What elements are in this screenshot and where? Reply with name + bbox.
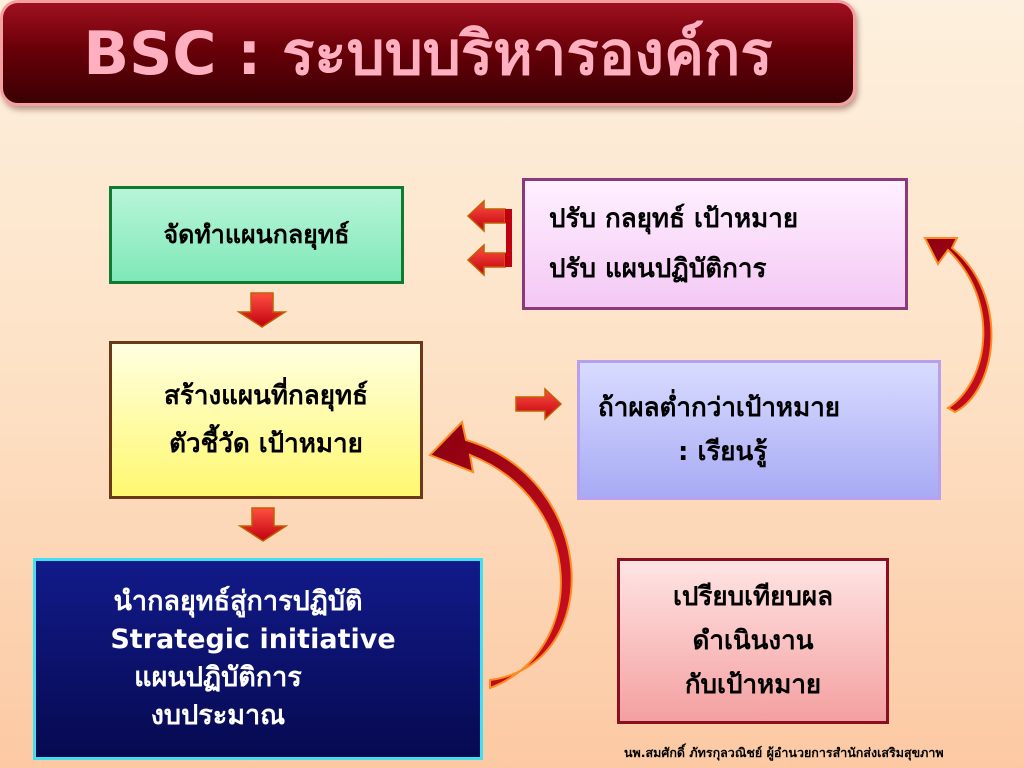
compare-box: เปรียบเทียบผล ดำเนินงาน กับเป้าหมาย <box>617 558 889 724</box>
left-arrow-bracket <box>505 209 512 267</box>
curved-arrow-right <box>923 237 993 414</box>
action-box: นำกลยุทธ์สู่การปฏิบัติ Strategic initiat… <box>33 558 483 760</box>
down-arrow-1 <box>236 292 288 328</box>
right-arrow <box>515 387 563 421</box>
action-line-1: นำกลยุทธ์สู่การปฏิบัติ <box>113 586 363 617</box>
curved-arrow-left <box>428 419 573 690</box>
plan-label: จัดทำแผนกลยุทธ์ <box>163 220 350 249</box>
action-line-2: Strategic initiative <box>110 624 396 655</box>
footer-credit: นพ.สมศักดิ์ ภัทรกุลวณิชย์ ผู้อำนวยการสำน… <box>624 745 944 760</box>
plan-box: จัดทำแผนกลยุทธ์ <box>109 186 404 284</box>
adjust-line-2: ปรับ แผนปฏิบัติการ <box>549 254 767 284</box>
left-arrow-2 <box>466 243 506 277</box>
learn-line-1: ถ้าผลต่ำกว่าเป้าหมาย <box>598 393 841 423</box>
left-arrow-1 <box>466 199 506 233</box>
action-line-3: แผนปฏิบัติการ <box>134 662 302 693</box>
learn-box: ถ้าผลต่ำกว่าเป้าหมาย : เรียนรู้ <box>577 360 941 500</box>
down-arrow-2 <box>237 507 289 542</box>
strategy-map-line-1: สร้างแผนที่กลยุทธ์ <box>164 381 368 411</box>
compare-line-1: เปรียบเทียบผล <box>672 582 834 612</box>
learn-line-2: : เรียนรู้ <box>678 437 768 467</box>
compare-line-3: กับเป้าหมาย <box>684 670 822 700</box>
adjust-line-1: ปรับ กลยุทธ์ เป้าหมาย <box>549 204 799 234</box>
adjust-box: ปรับ กลยุทธ์ เป้าหมาย ปรับ แผนปฏิบัติการ <box>522 178 908 310</box>
strategy-map-line-2: ตัวชี้วัด เป้าหมาย <box>169 429 363 459</box>
page-title: BSC : ระบบบริหารองค์กร <box>0 0 856 106</box>
strategy-map-box: สร้างแผนที่กลยุทธ์ ตัวชี้วัด เป้าหมาย <box>109 341 423 499</box>
compare-line-2: ดำเนินงาน <box>692 626 814 656</box>
action-line-4: งบประมาณ <box>150 700 286 731</box>
